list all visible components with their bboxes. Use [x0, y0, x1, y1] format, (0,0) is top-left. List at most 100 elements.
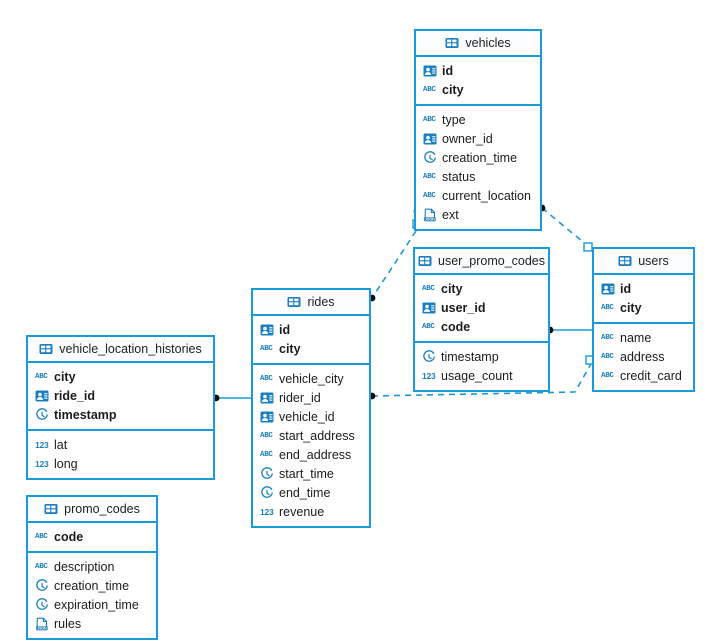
- abc-text-icon: ABC: [260, 374, 273, 383]
- entity-header-vehicle_location_histories[interactable]: vehicle_location_histories: [28, 337, 213, 363]
- abc-text-icon: ABC: [601, 303, 614, 312]
- field-row-creation_time[interactable]: creation_time: [28, 576, 156, 595]
- relationship-vehicles-users[interactable]: [538, 204, 593, 252]
- field-row-credit_card[interactable]: ABC credit_card: [594, 366, 693, 385]
- field-label: long: [54, 456, 78, 471]
- id-badge-icon: [260, 323, 274, 337]
- field-row-id[interactable]: id: [253, 320, 369, 339]
- field-label: rules: [54, 616, 82, 631]
- field-label: revenue: [279, 504, 325, 519]
- entity-header-vehicles[interactable]: vehicles: [416, 31, 540, 57]
- entity-header-rides[interactable]: rides: [253, 290, 369, 316]
- field-row-end_time[interactable]: end_time: [253, 483, 369, 502]
- abc-text-icon: ABC: [601, 371, 614, 380]
- field-row-creation_time[interactable]: creation_time: [416, 148, 540, 167]
- field-row-expiration_time[interactable]: expiration_time: [28, 595, 156, 614]
- field-label: code: [441, 319, 471, 334]
- relationship-vlh-rides[interactable]: [212, 394, 251, 402]
- clock-icon: [35, 578, 49, 593]
- entity-header-users[interactable]: users: [594, 249, 693, 275]
- entity-header-user_promo_codes[interactable]: user_promo_codes: [415, 249, 548, 275]
- column-section: 123 lat 123 long: [28, 431, 213, 478]
- clock-icon: [35, 407, 49, 422]
- abc-text-icon: ABC: [601, 333, 614, 342]
- json-doc-icon: JSON: [35, 617, 49, 631]
- field-row-ride_id[interactable]: ride_id: [28, 386, 213, 405]
- field-row-id[interactable]: id: [416, 61, 540, 80]
- field-label: vehicle_id: [279, 409, 335, 424]
- field-row-start_time[interactable]: start_time: [253, 464, 369, 483]
- table-icon: [44, 502, 58, 516]
- field-row-owner_id[interactable]: owner_id: [416, 129, 540, 148]
- json-doc-icon: JSON: [423, 208, 437, 222]
- entity-title: promo_codes: [64, 502, 140, 516]
- field-row-rider_id[interactable]: rider_id: [253, 388, 369, 407]
- 123-number-icon: 123: [35, 458, 49, 469]
- abc-text-icon: ABC: [423, 85, 436, 94]
- field-label: creation_time: [442, 150, 518, 165]
- field-row-rules[interactable]: JSON rules: [28, 614, 156, 633]
- field-label: credit_card: [620, 368, 682, 383]
- clock-icon: [260, 466, 274, 481]
- field-label: end_address: [279, 447, 352, 462]
- field-label: id: [620, 281, 632, 296]
- entity-header-promo_codes[interactable]: promo_codes: [28, 497, 156, 523]
- field-label: address: [620, 349, 665, 364]
- field-row-timestamp[interactable]: timestamp: [415, 347, 548, 366]
- relationship-endpoint-square: [583, 242, 593, 252]
- field-label: lat: [54, 437, 68, 452]
- field-row-long[interactable]: 123 long: [28, 454, 213, 473]
- field-row-vehicle_id[interactable]: vehicle_id: [253, 407, 369, 426]
- abc-text-icon: ABC: [260, 344, 273, 353]
- field-label: rider_id: [279, 390, 321, 405]
- field-row-id[interactable]: id: [594, 279, 693, 298]
- abc-text-icon: ABC: [423, 191, 436, 200]
- field-label: id: [279, 322, 291, 337]
- 123-number-icon: 123: [422, 370, 436, 381]
- field-row-timestamp[interactable]: timestamp: [28, 405, 213, 424]
- field-row-lat[interactable]: 123 lat: [28, 435, 213, 454]
- field-row-address[interactable]: ABC address: [594, 347, 693, 366]
- relationship-line: [371, 361, 593, 397]
- relationship-upc-users[interactable]: [546, 326, 592, 334]
- entity-title: user_promo_codes: [438, 254, 546, 268]
- svg-text:JSON: JSON: [37, 626, 47, 630]
- 123-number-icon: 123: [35, 439, 49, 450]
- entity-title: vehicles: [465, 36, 511, 50]
- id-badge-icon: [422, 301, 436, 315]
- abc-text-icon: ABC: [601, 352, 614, 361]
- id-badge-icon: [260, 391, 274, 405]
- table-icon: [39, 342, 53, 356]
- id-badge-icon: [423, 64, 437, 78]
- field-row-user_id[interactable]: user_id: [415, 298, 548, 317]
- field-label: code: [54, 529, 84, 544]
